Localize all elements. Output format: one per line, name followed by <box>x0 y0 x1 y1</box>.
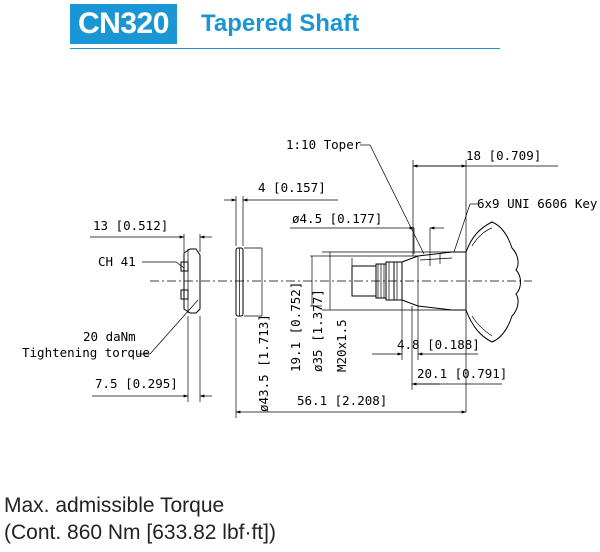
dim-7-5-label: 7.5 [0.295] <box>95 376 178 391</box>
torque-info: Max. admissible Torque (Cont. 860 Nm [63… <box>4 492 276 546</box>
torque-line-1: Max. admissible Torque <box>4 494 225 517</box>
dim-19-1: 19.1 [0.752] <box>288 255 418 372</box>
key-label: 6x9 UNI 6606 Key <box>477 196 598 211</box>
dim-56-1: 56.1 [2.208] <box>235 318 467 418</box>
motor-flange <box>465 221 521 343</box>
product-title: Tapered Shaft <box>201 10 360 37</box>
dim-18: 18 [0.709] <box>412 148 558 256</box>
dim-19-1-label: 19.1 [0.752] <box>288 282 303 372</box>
torque-label: Tightening torque <box>22 345 150 360</box>
taper-label: 1:10 Toper <box>286 137 362 152</box>
nut-part <box>180 248 201 314</box>
dim-35-label: ø35 [1.377] <box>310 289 325 372</box>
dim-56-1-label: 56.1 [2.208] <box>297 393 387 408</box>
technical-drawing: 13 [0.512] CH 41 20 daNm Tightening torq… <box>22 137 598 418</box>
washer-part <box>235 247 244 317</box>
dim-20-1-label: 20.1 [0.791] <box>417 366 507 381</box>
header-rule <box>70 48 500 49</box>
dim-4-8-label: 4.8 [0.188] <box>397 337 480 352</box>
model-badge: CN320 <box>70 4 177 44</box>
dim-key: 6x9 UNI 6606 Key <box>453 196 598 253</box>
dim-4-5: ø4.5 [0.177] <box>290 211 444 254</box>
dim-13-label: 13 [0.512] <box>93 218 168 233</box>
dim-m20: M20x1.5 <box>334 258 353 372</box>
torque-value-label: 20 daNm <box>83 329 136 344</box>
dim-4-label: 4 [0.157] <box>258 180 326 195</box>
dim-20-1: 20.1 [0.791] <box>411 306 507 412</box>
dim-4-5-label: ø4.5 [0.177] <box>292 211 382 226</box>
dim-4-8: 4.8 [0.188] <box>372 300 480 360</box>
dim-7-5: 7.5 [0.295] <box>92 316 212 402</box>
torque-line-2: (Cont. 860 Nm [633.82 lbf·ft]) <box>4 521 276 544</box>
dim-torque: 20 daNm Tightening torque <box>22 299 199 360</box>
dim-taper: 1:10 Toper <box>286 137 425 255</box>
dim-43-5-label: ø43.5 [1.713] <box>256 314 271 412</box>
dim-35: ø35 [1.377] <box>310 251 456 372</box>
dim-43-5: ø43.5 [1.713] <box>244 247 271 412</box>
ch41-label: CH 41 <box>98 254 136 269</box>
header: CN320 Tapered Shaft <box>70 4 500 52</box>
dim-13: 13 [0.512] <box>90 218 212 252</box>
dim-ch41: CH 41 <box>98 254 185 269</box>
dim-4: 4 [0.157] <box>224 180 338 246</box>
dim-m20-label: M20x1.5 <box>334 319 349 372</box>
dim-18-label: 18 [0.709] <box>466 148 541 163</box>
